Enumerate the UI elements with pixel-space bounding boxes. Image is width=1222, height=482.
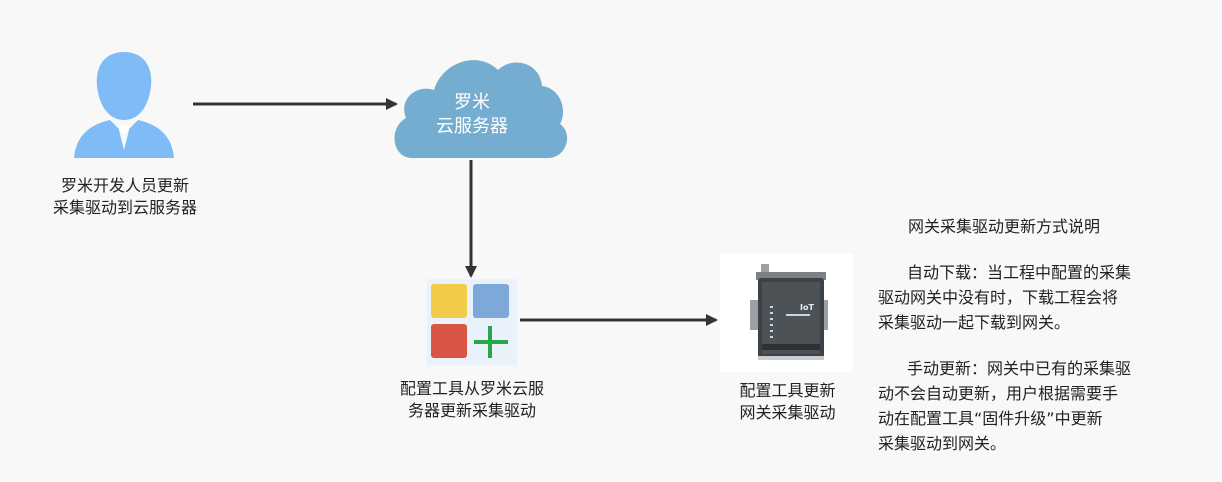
auto-download-line3: 采集驱动一起下载到网关。 (878, 313, 1071, 332)
auto-download-line1: 自动下载：当工程中配置的采集 (907, 263, 1132, 282)
manual-update-line1: 手动更新：网关中已有的采集驱 (907, 359, 1132, 378)
description-panel: 网关采集驱动更新方式说明 自动下载：当工程中配置的采集 驱动网关中没有时，下载工… (878, 214, 1198, 456)
manual-update-line3: 动在配置工具“固件升级”中更新 (878, 409, 1103, 428)
manual-update-line4: 采集驱动到网关。 (878, 434, 1007, 453)
developer-label-line1: 罗米开发人员更新 (60, 176, 189, 195)
cloud-server-icon (394, 60, 568, 158)
gateway-device-icon: IoT (720, 254, 853, 372)
auto-download-line2: 驱动网关中没有时，下载工程会将 (878, 288, 1119, 307)
cloud-label-line2: 云服务器 (436, 116, 508, 137)
config-tool-icon (427, 279, 517, 365)
manual-update-line2: 动不会自动更新，用户根据需要手 (878, 384, 1119, 403)
developer-label: 罗米开发人员更新 采集驱动到云服务器 (28, 175, 222, 219)
config-tool-label: 配置工具从罗米云服 务器更新采集驱动 (374, 378, 570, 422)
cloud-label-line1: 罗米 (454, 92, 490, 113)
gateway-label-line2: 网关采集驱动 (739, 403, 836, 422)
gateway-label-line1: 配置工具更新 (739, 381, 836, 400)
gateway-label: 配置工具更新 网关采集驱动 (720, 380, 855, 424)
device-brand-text: IoT (800, 303, 814, 312)
description-title: 网关采集驱动更新方式说明 (908, 217, 1101, 236)
config-tool-label-line2: 务器更新采集驱动 (407, 401, 536, 420)
config-tool-label-line1: 配置工具从罗米云服 (399, 379, 544, 398)
developer-label-line2: 采集驱动到云服务器 (52, 198, 197, 217)
developer-person-icon (74, 52, 174, 158)
